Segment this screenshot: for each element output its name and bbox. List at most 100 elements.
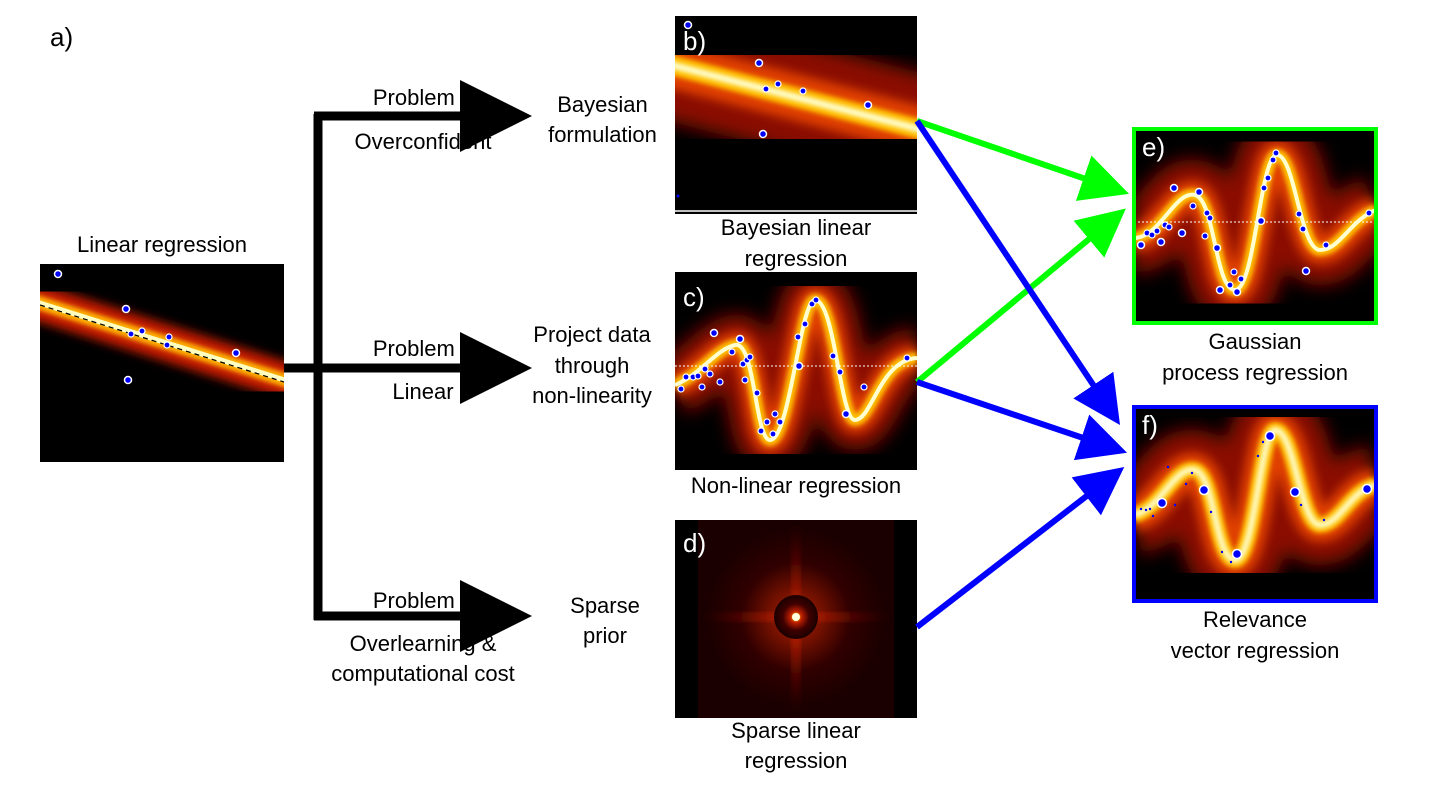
data-point xyxy=(1232,287,1242,297)
caption-bayesian-line2: regression xyxy=(744,246,848,271)
relevance-vector xyxy=(1198,484,1210,496)
data-point xyxy=(1272,149,1280,157)
data-point xyxy=(1301,266,1311,276)
data-point xyxy=(829,352,837,360)
data-point xyxy=(1148,231,1156,239)
data-point xyxy=(165,333,173,341)
problem-1-result-line1: Bayesian xyxy=(557,92,648,117)
data-point xyxy=(1322,241,1330,249)
data-point xyxy=(1169,183,1179,193)
caption-rv-line2: vector regression xyxy=(1170,638,1340,663)
data-point xyxy=(676,194,680,198)
problem-3-name: Problem 3 xyxy=(372,588,474,613)
data-point xyxy=(1365,209,1373,217)
data-point xyxy=(1230,268,1238,276)
panel-label-f: f) xyxy=(1142,410,1158,440)
data-point xyxy=(683,20,693,30)
panel-a-points xyxy=(53,269,241,385)
data-point xyxy=(769,430,777,438)
data-point xyxy=(728,348,736,356)
panel-b-points xyxy=(676,20,873,198)
panel-c-points xyxy=(677,296,911,438)
panel-f-points xyxy=(1133,430,1373,564)
data-point xyxy=(860,383,868,391)
data-point xyxy=(774,80,782,88)
data-point xyxy=(735,334,745,344)
data-point xyxy=(753,389,761,397)
blue-arrow-c-to-f xyxy=(916,379,1128,461)
data-point xyxy=(746,353,754,361)
panel-c-plot xyxy=(675,272,917,470)
data-point xyxy=(121,304,131,314)
data-point xyxy=(763,418,771,426)
problem-3-result-line1: Sparse xyxy=(570,593,640,618)
blue-arrow-b-to-f xyxy=(914,119,1120,425)
panel-label-e: e) xyxy=(1142,132,1166,162)
data-point xyxy=(794,333,802,341)
data-point xyxy=(698,383,706,391)
data-point xyxy=(1177,228,1187,238)
green-arrow-b-to-e xyxy=(916,118,1130,201)
data-point xyxy=(762,85,770,93)
data-point xyxy=(1299,225,1307,233)
problem-2-result-line3: non-linearity xyxy=(532,383,652,408)
panel-e-plot xyxy=(1132,127,1378,325)
data-point xyxy=(716,378,724,386)
problem-2-name: Problem 2 xyxy=(372,336,474,361)
panel-e-points xyxy=(1136,149,1373,297)
data-point xyxy=(709,328,719,338)
data-point xyxy=(1136,240,1146,250)
data-point xyxy=(1256,454,1260,458)
data-point xyxy=(1156,237,1166,247)
data-point xyxy=(694,372,702,380)
data-point xyxy=(903,354,911,362)
relevance-vector xyxy=(1264,430,1276,442)
problem-1-desc: Overconfident xyxy=(354,129,492,154)
relevance-vector xyxy=(1156,497,1168,509)
data-point xyxy=(1261,440,1265,444)
data-point xyxy=(1215,285,1225,295)
data-point xyxy=(812,296,820,304)
data-point xyxy=(701,365,709,373)
problem-3-desc-line2: computational cost xyxy=(331,661,515,686)
caption-sparse-line2: regression xyxy=(744,748,848,773)
data-point xyxy=(863,100,873,110)
data-point xyxy=(1256,216,1266,226)
problem-2-desc: Linear xyxy=(392,379,454,404)
data-point xyxy=(1144,508,1148,512)
data-point xyxy=(1165,223,1173,231)
data-point xyxy=(1139,507,1143,511)
data-point xyxy=(776,418,784,426)
caption-bayesian-line1: Bayesian linear xyxy=(720,215,872,240)
blue-arrow-d-to-f xyxy=(915,467,1125,630)
problem-1-name: Problem 1 xyxy=(372,85,474,110)
data-point xyxy=(758,129,768,139)
data-point xyxy=(1203,209,1211,217)
panel-label-b: b) xyxy=(683,26,707,56)
data-point xyxy=(706,370,714,378)
data-point xyxy=(1237,275,1245,283)
data-point xyxy=(1133,519,1137,523)
data-point xyxy=(741,376,749,384)
data-point xyxy=(1148,507,1152,511)
data-point xyxy=(1264,174,1272,182)
data-point xyxy=(1209,510,1213,514)
problem-2-result-line1: Project data xyxy=(533,322,651,347)
data-point xyxy=(1212,243,1222,253)
data-point xyxy=(1226,281,1234,289)
caption-gp-line1: Gaussian xyxy=(1208,329,1302,354)
panel-d-plot xyxy=(675,520,917,718)
relevance-vector xyxy=(1289,486,1301,498)
data-point xyxy=(1153,227,1161,235)
data-point xyxy=(163,341,171,349)
data-point xyxy=(1189,202,1197,210)
data-point xyxy=(53,269,63,279)
data-point xyxy=(1190,471,1194,475)
data-point xyxy=(771,410,779,418)
data-point xyxy=(1206,214,1214,222)
data-point xyxy=(231,348,241,358)
data-point xyxy=(138,327,146,335)
panel-label-a: a) xyxy=(50,22,74,52)
data-point xyxy=(1295,210,1303,218)
